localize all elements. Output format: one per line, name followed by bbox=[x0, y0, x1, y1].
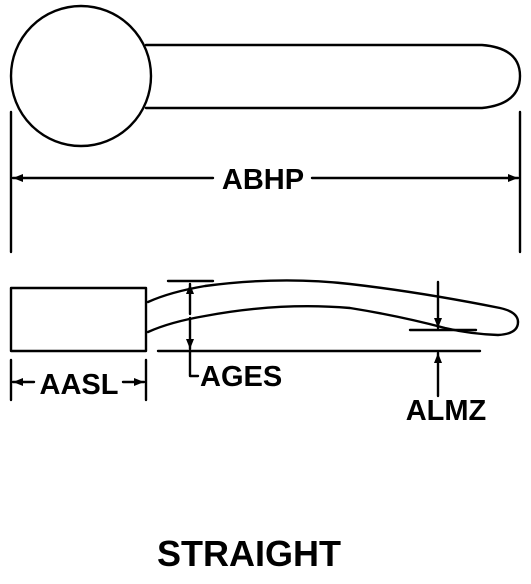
shank-upper-edge bbox=[146, 279, 520, 324]
handle-shank-outline bbox=[144, 43, 522, 110]
handle-ball-end bbox=[9, 4, 153, 148]
label-abhp: ABHP bbox=[222, 164, 304, 196]
label-ages: AGES bbox=[200, 361, 282, 393]
label-almz: ALMZ bbox=[406, 395, 487, 427]
handle-head-side bbox=[9, 286, 148, 353]
side-view bbox=[9, 279, 520, 402]
shank-lower-edge bbox=[146, 305, 520, 337]
caption-straight: STRAIGHT bbox=[157, 533, 341, 574]
top-view bbox=[9, 4, 522, 254]
leader-line-ages bbox=[188, 349, 200, 378]
label-aasl: AASL bbox=[40, 369, 119, 401]
